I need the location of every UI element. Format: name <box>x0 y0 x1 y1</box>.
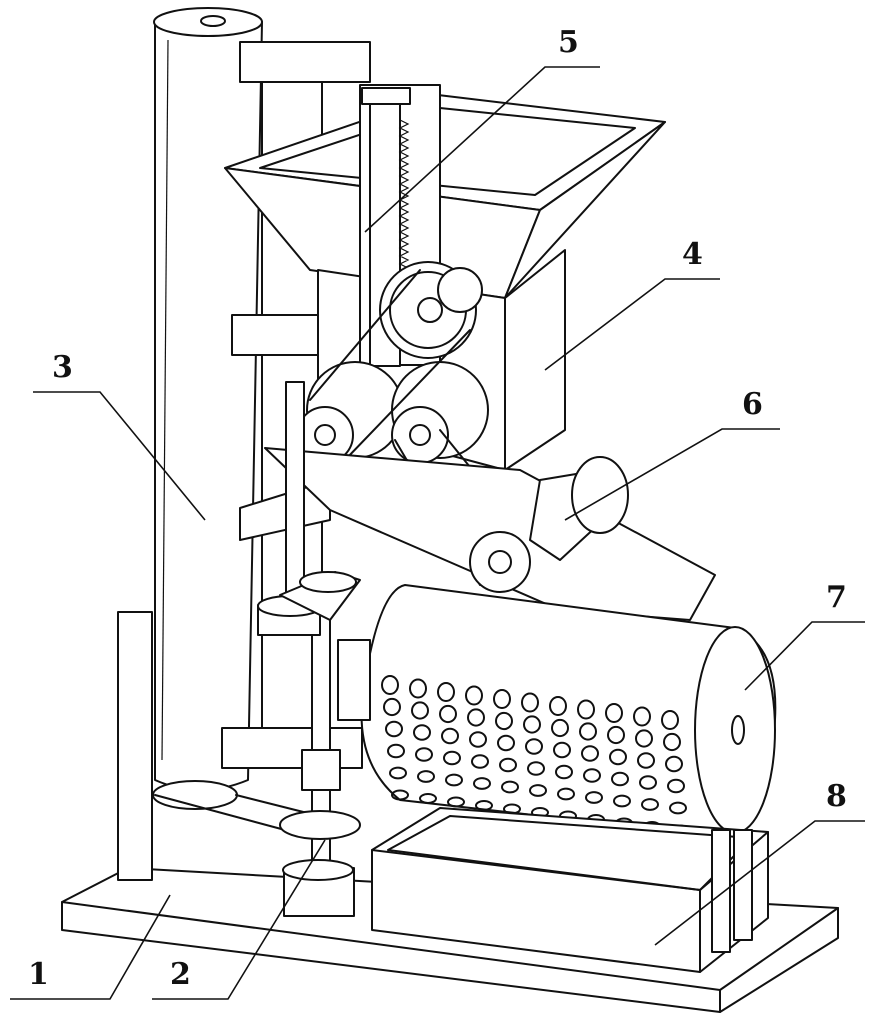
label-1: 1 <box>28 960 49 990</box>
label-4: 4 <box>682 240 703 270</box>
label-5: 5 <box>558 28 579 58</box>
label-2: 2 <box>170 960 191 990</box>
label-6: 6 <box>742 390 763 420</box>
sieve-drum <box>338 585 775 835</box>
label-3: 3 <box>52 353 73 383</box>
label-7: 7 <box>826 583 847 613</box>
label-8: 8 <box>826 782 847 812</box>
